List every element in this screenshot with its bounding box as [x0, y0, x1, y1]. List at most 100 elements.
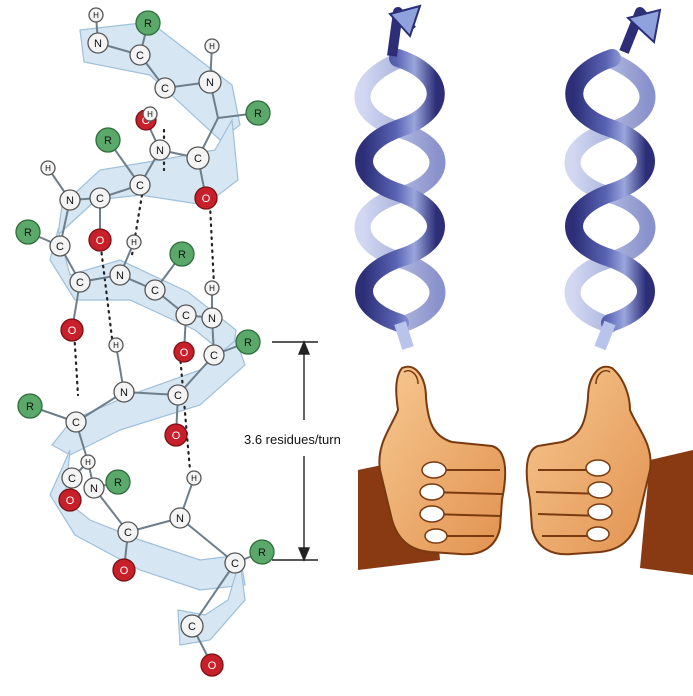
atom-hydrogen: H [204, 38, 220, 54]
handedness-panel [354, 4, 693, 575]
atom-circle [117, 521, 139, 543]
atom-nitrogen: N [198, 70, 222, 94]
atom-nitrogen: N [149, 139, 171, 161]
atom-side-chain: R [235, 329, 261, 355]
atom-label: C [72, 417, 80, 429]
atom-label: C [124, 527, 132, 539]
atom-circle [88, 228, 112, 252]
atom-label: N [90, 483, 98, 495]
atom-label: O [68, 325, 77, 337]
atom-label: O [172, 430, 181, 442]
atom-label: N [208, 313, 216, 325]
atom-circle [142, 106, 158, 122]
atom-carbon: C [144, 279, 166, 301]
atom-label: O [208, 660, 217, 672]
atom-carbon: C [129, 44, 151, 66]
atom-oxygen: O [164, 423, 188, 447]
atom-label: O [202, 193, 211, 205]
atom-circle [109, 264, 131, 286]
atom-label: H [191, 474, 197, 483]
atom-label: R [178, 249, 186, 261]
atom-side-chain: R [135, 10, 161, 36]
atom-circle [173, 341, 195, 363]
atom-nitrogen: N [87, 32, 109, 54]
atom-label: H [147, 110, 153, 119]
atom-circle [180, 614, 204, 638]
atom-circle [49, 235, 71, 257]
atom-circle [149, 139, 171, 161]
atom-circle [186, 470, 202, 486]
turn-annotation: 3.6 residues/turn [244, 432, 341, 447]
atom-label: H [131, 238, 137, 247]
atom-circle [95, 127, 121, 153]
turn-measurement [272, 340, 318, 562]
atom-carbon: C [89, 187, 111, 209]
atom-label: C [194, 153, 202, 165]
atom-label: C [76, 277, 84, 289]
atom-carbon: C [117, 521, 139, 543]
atom-label: C [68, 473, 76, 485]
atom-label: C [182, 310, 190, 322]
atom-hydrogen: H [186, 470, 202, 486]
atom-circle [87, 32, 109, 54]
atom-label: O [120, 565, 129, 577]
atom-nitrogen: N [59, 189, 81, 211]
atom-side-chain: R [17, 393, 43, 419]
atom-hydrogen: H [142, 106, 158, 122]
atom-label: C [188, 621, 196, 633]
atom-circle [175, 304, 197, 326]
atom-circle [40, 160, 56, 176]
atom-circle [88, 7, 104, 23]
atom-circle [154, 77, 176, 99]
atom-label: N [116, 270, 124, 282]
atom-side-chain: R [15, 219, 41, 245]
atom-circle [89, 187, 111, 209]
atom-carbon: C [49, 235, 71, 257]
atom-side-chain: R [169, 241, 195, 267]
atom-circle [164, 423, 188, 447]
atom-circle [169, 507, 191, 529]
atom-circle [129, 174, 151, 196]
atom-carbon: C [224, 552, 246, 574]
atom-circle [129, 44, 151, 66]
atom-oxygen: O [173, 341, 195, 363]
atom-carbon: C [180, 614, 204, 638]
atom-oxygen: O [194, 186, 218, 210]
atom-hydrogen: H [108, 337, 124, 353]
atom-label: H [209, 42, 215, 51]
atom-label: N [156, 145, 164, 157]
left-thumbs-up-hand-icon [358, 365, 507, 570]
atom-side-chain: R [105, 469, 131, 495]
atom-circle [203, 344, 225, 366]
atom-carbon: C [61, 467, 83, 489]
atom-nitrogen: N [113, 381, 135, 403]
atom-label: H [45, 164, 51, 173]
atom-label: N [206, 77, 214, 89]
atom-circle [135, 10, 161, 36]
atom-circle [59, 189, 81, 211]
atom-carbon: C [65, 411, 87, 433]
atom-label: N [120, 387, 128, 399]
atom-hydrogen: H [126, 234, 142, 250]
atom-hydrogen: H [204, 280, 220, 296]
atom-nitrogen: N [109, 264, 131, 286]
atom-label: N [94, 38, 102, 50]
atom-label: C [56, 241, 64, 253]
atom-label: R [254, 108, 262, 120]
atom-label: C [96, 193, 104, 205]
atom-circle [169, 241, 195, 267]
atom-label: H [209, 284, 215, 293]
atom-oxygen: O [60, 318, 84, 342]
atom-carbon: C [69, 271, 91, 293]
atom-label: R [244, 337, 252, 349]
atom-label: R [144, 18, 152, 30]
atom-label: O [66, 495, 75, 507]
atom-circle [60, 318, 84, 342]
atom-circle [198, 70, 222, 94]
atom-nitrogen: N [201, 307, 223, 329]
atom-circle [194, 186, 218, 210]
atom-label: R [26, 401, 34, 413]
atom-oxygen: O [88, 228, 112, 252]
atom-side-chain: R [249, 539, 275, 565]
